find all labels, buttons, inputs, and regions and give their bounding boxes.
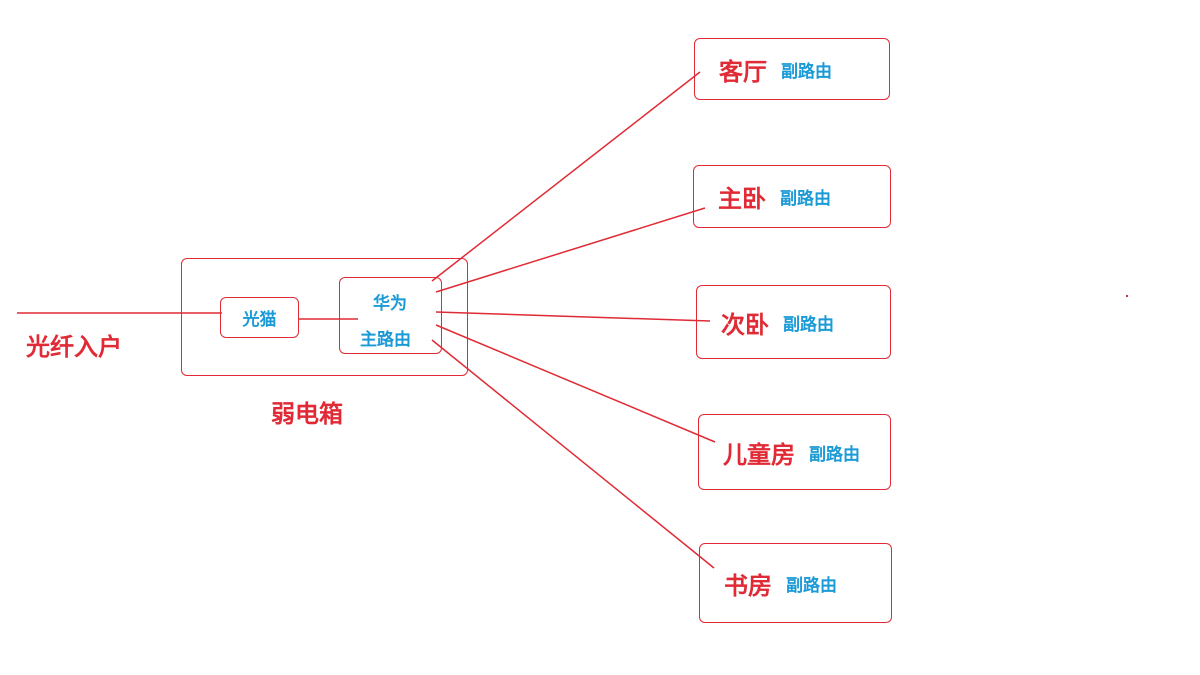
room-box-second-bedroom: 次卧 副路由: [696, 285, 891, 359]
room-box-master-bedroom: 主卧 副路由: [693, 165, 891, 228]
link-line-kids-room: [435, 324, 716, 443]
sub-router-label: 副路由: [781, 61, 832, 82]
room-name: 主卧: [718, 185, 766, 213]
room-name: 客厅: [719, 57, 767, 86]
link-line-living-room: [431, 71, 701, 282]
link-line-study: [431, 339, 715, 569]
main-router-label: 主路由: [360, 330, 411, 350]
room-name: 书房: [724, 571, 772, 600]
optical-modem-label: 光猫: [242, 310, 277, 330]
link-line-second-bedroom: [435, 311, 711, 322]
room-box-living-room: 客厅 副路由: [694, 38, 890, 100]
room-box-kids-room: 儿童房 副路由: [698, 414, 891, 490]
fiber-entry-label: 光纤入户: [26, 333, 122, 361]
sub-router-label: 副路由: [780, 189, 831, 209]
main-router-box: 华为 主路由: [339, 277, 442, 354]
room-name: 次卧: [721, 310, 769, 339]
weak-current-cabinet: [181, 258, 468, 376]
room-name: 儿童房: [723, 440, 795, 469]
sub-router-label: 副路由: [783, 314, 834, 335]
main-router-brand: 华为: [373, 294, 407, 314]
stray-dot: [1126, 295, 1128, 297]
link-line-master-bedroom: [435, 207, 706, 293]
optical-modem-box: 光猫: [220, 297, 299, 338]
cabinet-label: 弱电箱: [271, 400, 343, 428]
room-box-study: 书房 副路由: [699, 543, 892, 623]
sub-router-label: 副路由: [809, 444, 860, 465]
sub-router-label: 副路由: [786, 575, 837, 596]
